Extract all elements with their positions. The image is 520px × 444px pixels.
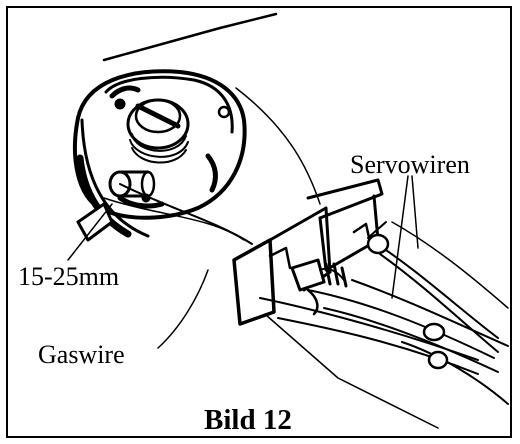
plate-right-edge <box>257 307 439 429</box>
wire-to-top <box>235 87 321 205</box>
leader-servo-2 <box>411 175 419 249</box>
bracket-hook-left <box>268 246 292 270</box>
bracket-hook-right <box>352 222 372 244</box>
servo-wires-label: Servowiren <box>350 150 470 179</box>
cable-clips <box>306 221 449 370</box>
plate-top-edge <box>102 12 278 62</box>
servo-mechanism-drawing <box>67 12 509 429</box>
adjust-screw <box>290 258 348 292</box>
length-label: 15-25mm <box>18 262 120 291</box>
figure-caption: Bild 12 <box>204 404 292 436</box>
servo-horn <box>72 69 247 238</box>
leader-gas <box>157 269 209 349</box>
mount-bracket <box>232 178 384 326</box>
leader-servo-1 <box>391 175 409 299</box>
figure-frame: Servowiren 15-25mm Gaswire Bild 12 <box>6 6 512 438</box>
leader-length <box>67 203 113 261</box>
gas-wire-label: Gaswire <box>38 340 125 369</box>
center-screw <box>126 98 190 164</box>
horn-wire-loop <box>103 197 245 241</box>
wire-clamp <box>76 170 156 242</box>
